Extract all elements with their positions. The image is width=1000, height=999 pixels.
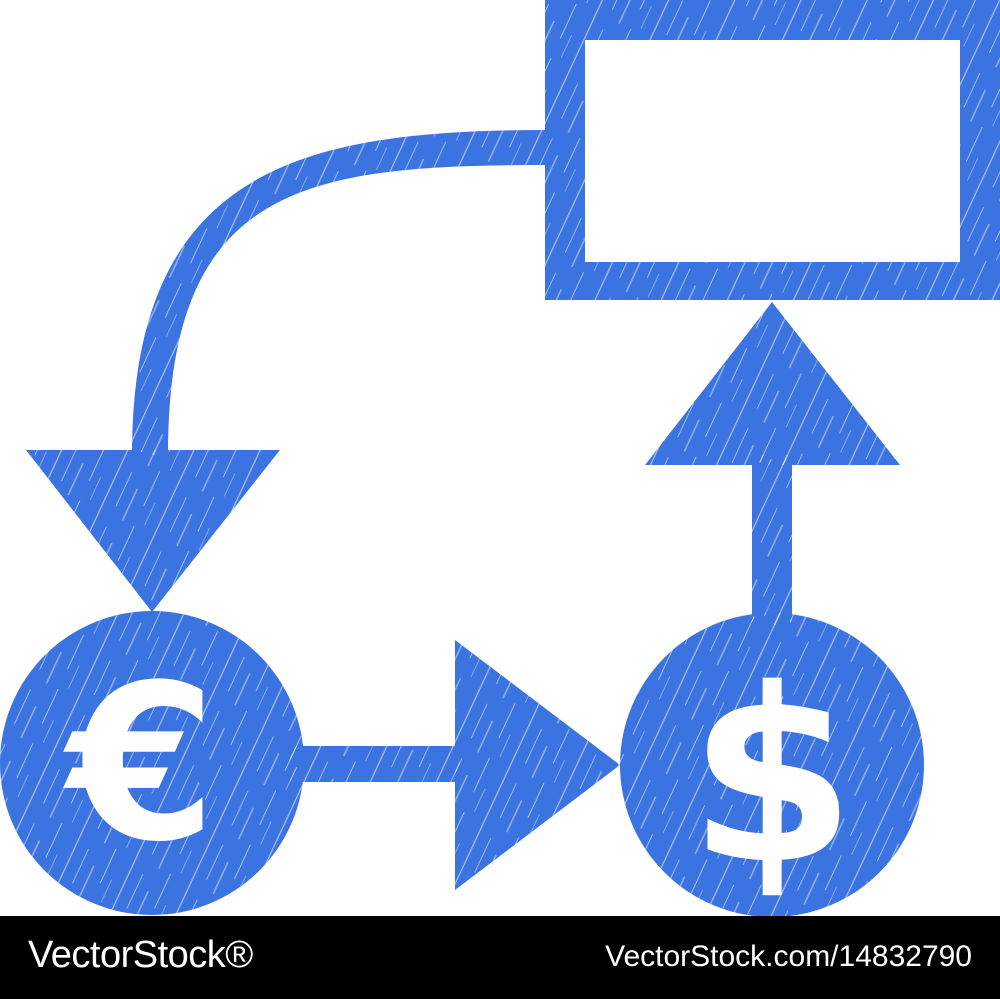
dollar-symbol: $ (689, 637, 856, 916)
euro-symbol: € (62, 638, 217, 889)
watermark-footer: VectorStock® VectorStock.com/14832790 (0, 916, 1000, 999)
image-id-watermark: VectorStock.com/14832790 (605, 940, 972, 973)
process-box (545, 0, 1000, 300)
brand-watermark: VectorStock® (28, 934, 253, 976)
cashflow-diagram: € $ (0, 0, 1000, 916)
grunge-texture (0, 0, 1000, 916)
